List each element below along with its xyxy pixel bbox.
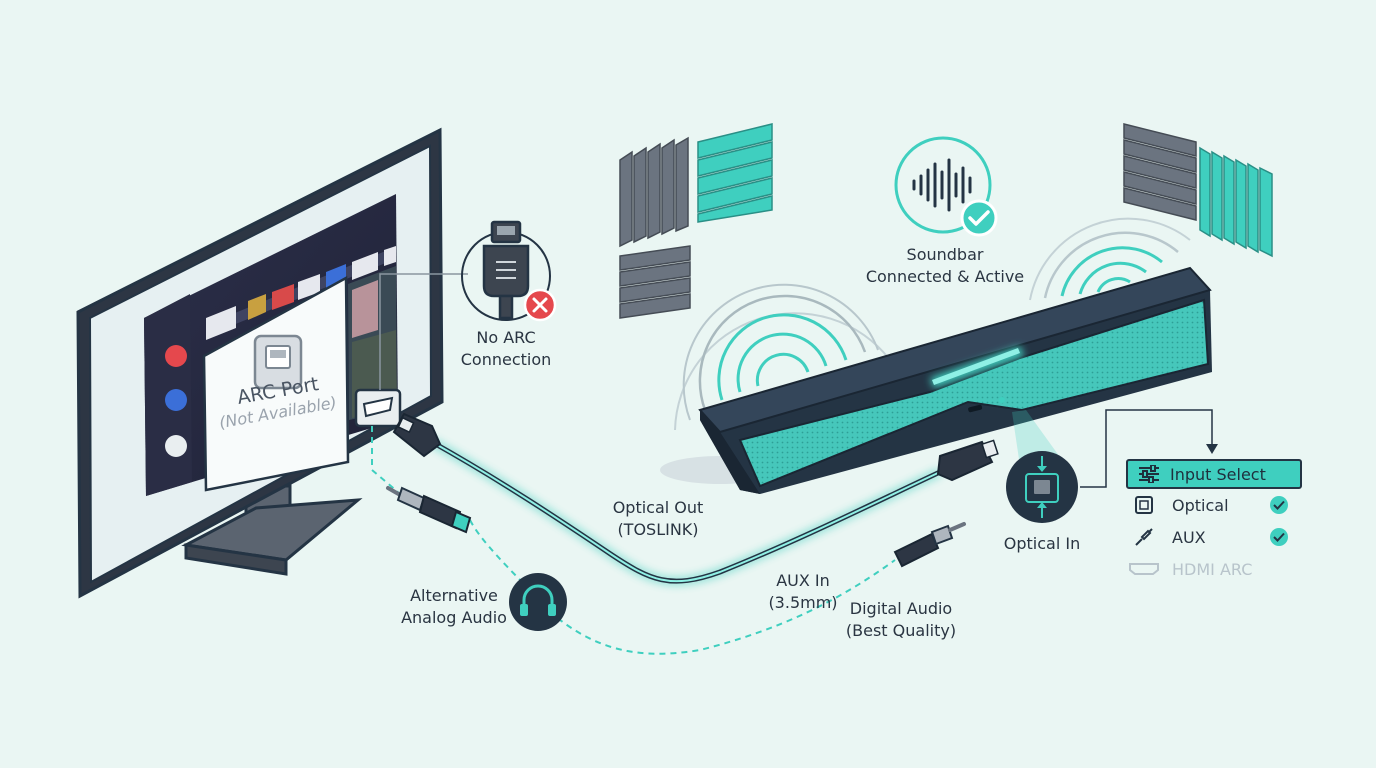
sound-waves-left xyxy=(674,283,891,431)
aux-in-label: AUX In (3.5mm) xyxy=(768,571,838,612)
soundbar-active-icon xyxy=(894,136,998,237)
optical-cable xyxy=(392,412,999,587)
optical-port-icon xyxy=(1128,496,1160,514)
input-option-label: Optical xyxy=(1172,495,1229,515)
check-icon xyxy=(960,199,998,237)
digital-audio-label: Digital Audio (Best Quality) xyxy=(845,599,957,640)
arc-port-icon xyxy=(253,334,303,390)
input-option-label: HDMI ARC xyxy=(1172,559,1253,579)
acoustic-panels-left xyxy=(619,123,773,319)
aux-plug-right xyxy=(893,522,966,568)
alternative-analog-label: Alternative Analog Audio xyxy=(401,586,507,627)
input-option-optical[interactable]: Optical xyxy=(1126,489,1302,521)
tv-hdmi-port xyxy=(354,388,402,428)
input-select-title: Input Select xyxy=(1170,464,1266,484)
optical-plug-tv xyxy=(392,412,442,458)
check-icon xyxy=(1270,528,1288,546)
acoustic-panels-right xyxy=(1123,123,1273,258)
aux-cable xyxy=(371,426,966,655)
input-option-hdmi-arc: HDMI ARC xyxy=(1126,553,1302,585)
check-icon xyxy=(1270,496,1288,514)
input-select-panel: Input Select Optical AUX HDMI ARC xyxy=(1126,459,1302,585)
aux-plug-icon xyxy=(1128,527,1160,547)
optical-in-label: Optical In xyxy=(1003,534,1081,553)
input-select-connector xyxy=(1080,409,1213,488)
arc-port-popup xyxy=(202,275,350,492)
input-option-label: AUX xyxy=(1172,527,1206,547)
optical-out-label: Optical Out (TOSLINK) xyxy=(612,498,704,539)
soundbar xyxy=(660,266,1212,494)
no-arc-leader xyxy=(379,273,468,390)
optical-in-icon xyxy=(1006,451,1078,523)
soundbar-status-label: Soundbar Connected & Active xyxy=(865,245,1025,286)
sliders-icon xyxy=(1139,465,1159,483)
optical-plug-soundbar xyxy=(936,439,999,482)
hdmi-cable-icon xyxy=(461,220,551,321)
error-x-icon xyxy=(523,288,557,322)
hdmi-port-icon xyxy=(1128,562,1160,576)
input-option-aux[interactable]: AUX xyxy=(1126,521,1302,553)
arrow-down-icon xyxy=(1206,444,1218,454)
input-select-header[interactable]: Input Select xyxy=(1126,459,1302,489)
no-arc-label: No ARC Connection xyxy=(460,328,552,369)
aux-plug-left xyxy=(386,486,472,534)
sound-waves-right xyxy=(1029,217,1191,301)
headphones-icon xyxy=(509,573,567,631)
